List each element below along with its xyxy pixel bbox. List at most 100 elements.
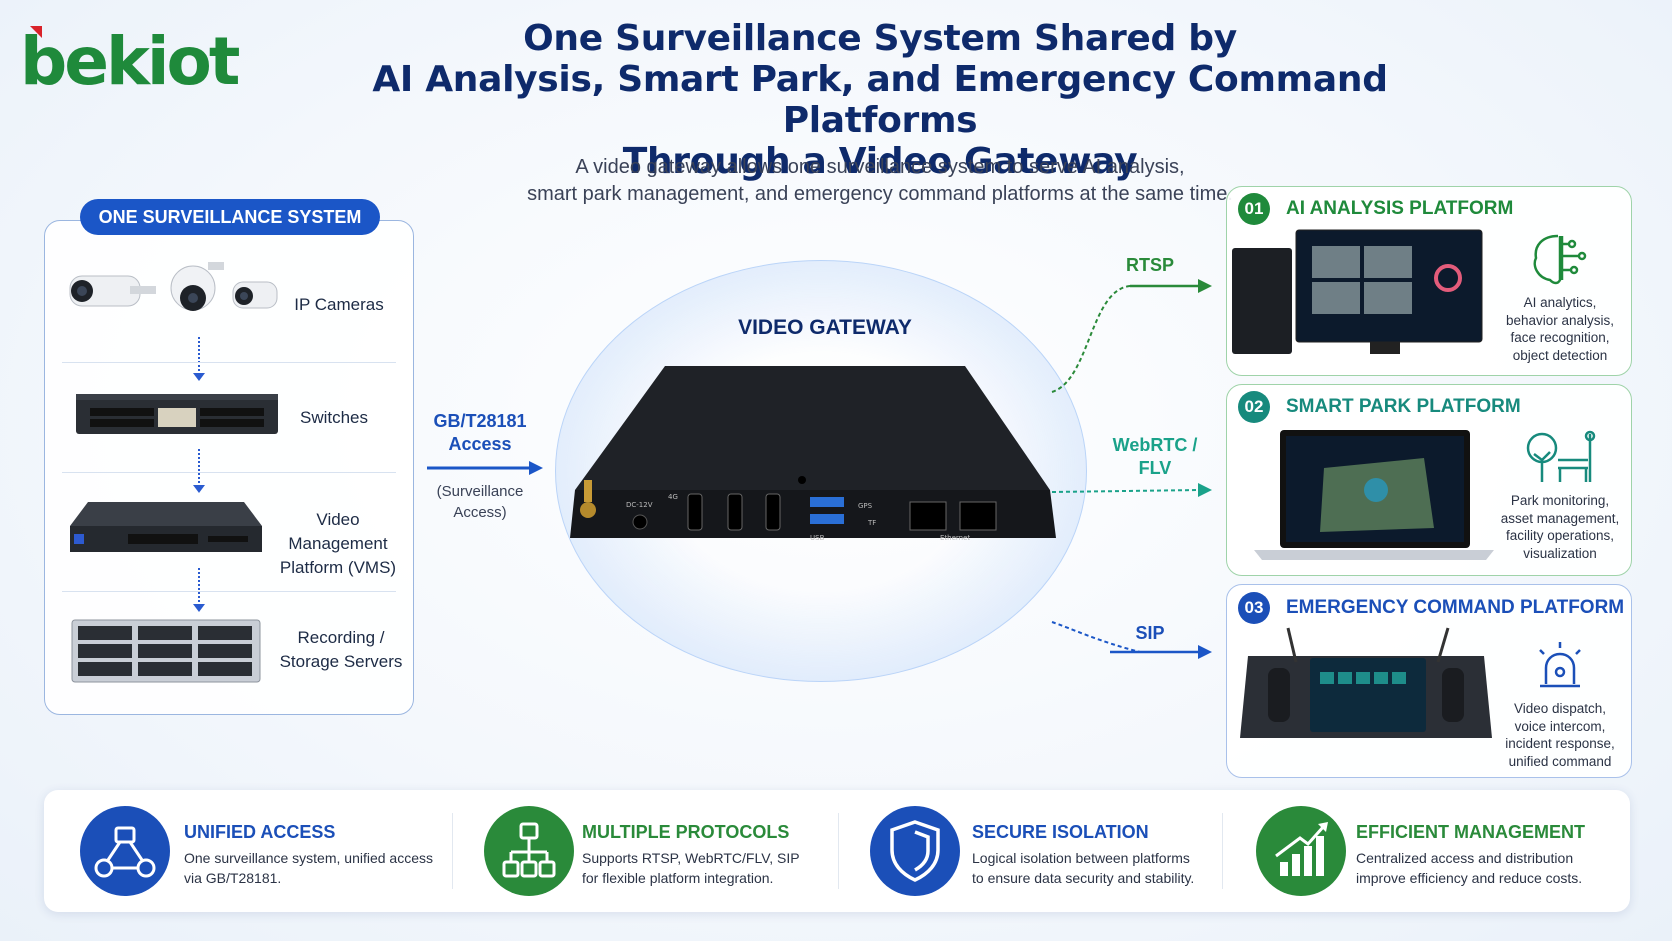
surveillance-system-pill: ONE SURVEILLANCE SYSTEM	[80, 199, 380, 235]
feature-desc-line: Centralized access and distribution	[1356, 850, 1574, 866]
feature-desc-line: via GB/T28181.	[184, 870, 282, 886]
divider	[1222, 813, 1223, 889]
feature-desc-line: Supports RTSP, WebRTC/FLV, SIP	[582, 850, 800, 866]
bekiot-logo: bekiot	[20, 22, 260, 100]
desc-line: visualization	[1523, 545, 1597, 561]
port-dc: DC-12V	[626, 501, 653, 509]
output-arrows	[1051, 279, 1212, 659]
down-arrow	[193, 568, 205, 612]
storage-label-line-2: Storage Servers	[279, 652, 403, 671]
unified-access-desc: One surveillance system, unified access …	[184, 848, 433, 888]
vms-label: Video Management Platform (VMS)	[268, 508, 408, 580]
desc-line: asset management,	[1500, 510, 1620, 526]
page-title: One Surveillance System Shared by AI Ana…	[300, 18, 1460, 182]
access-line-1: GB/T28181	[433, 411, 527, 431]
ai-brain-icon	[1528, 232, 1594, 288]
desc-line: unified command	[1508, 753, 1612, 769]
multiple-protocols-desc: Supports RTSP, WebRTC/FLV, SIP for flexi…	[582, 848, 800, 888]
title-line-3: Through a Video Gateway	[622, 141, 1138, 182]
feature-desc-line: for flexible platform integration.	[582, 870, 774, 886]
rtsp-arrow	[1051, 285, 1162, 393]
vms-server-icon	[68, 498, 264, 558]
hierarchy-icon	[484, 806, 574, 896]
subtitle: A video gateway allows one surveillance …	[420, 154, 1340, 208]
feature-desc-line: One surveillance system, unified access	[184, 850, 433, 866]
port-tf: TF	[867, 519, 876, 527]
divider	[62, 362, 396, 363]
webrtc-arrow	[1051, 489, 1201, 493]
smart-park-title: SMART PARK PLATFORM	[1286, 396, 1521, 417]
efficient-management-desc: Centralized access and distribution impr…	[1356, 848, 1582, 888]
divider	[452, 813, 453, 889]
growth-chart-icon	[1256, 806, 1346, 896]
feature-desc-line: improve efficiency and reduce costs.	[1356, 870, 1583, 886]
desc-line: Park monitoring,	[1510, 493, 1610, 508]
divider	[62, 472, 396, 473]
unified-access-title: UNIFIED ACCESS	[184, 822, 336, 842]
card-number: 02	[1238, 391, 1270, 423]
port-ethernet: Ethernet	[940, 534, 970, 542]
access-line-2: Access	[448, 434, 512, 454]
desc-line: behavior analysis,	[1505, 312, 1615, 328]
multiple-protocols-title: MULTIPLE PROTOCOLS	[582, 822, 790, 842]
video-gateway-device: DC-12V 4G GPS TF USB Ethernet	[570, 362, 1060, 552]
subtitle-line-2: smart park management, and emergency com…	[527, 183, 1233, 205]
secure-isolation-desc: Logical isolation between platforms to e…	[972, 848, 1194, 888]
divider	[62, 591, 396, 592]
desc-line: Video dispatch,	[1513, 701, 1607, 716]
down-arrow	[193, 337, 205, 381]
down-arrow	[193, 449, 205, 493]
surveillance-access-note: (Surveillance Access)	[420, 481, 540, 523]
port-4g: 4G	[668, 493, 678, 501]
vms-label-line-2: Platform (VMS)	[279, 558, 397, 577]
emergency-command-desc: Video dispatch, voice intercom, incident…	[1490, 700, 1630, 770]
logo-text: bekiot	[20, 23, 240, 97]
access-note-line-2: Access)	[453, 504, 507, 521]
video-gateway-title: VIDEO GATEWAY	[738, 316, 912, 339]
ip-camera-icon	[68, 256, 283, 328]
webrtc-flv-label: WebRTC / FLV	[1100, 434, 1210, 480]
gbt28181-access-label: GB/T28181 Access	[420, 410, 540, 456]
sip-label: SIP	[1135, 623, 1165, 643]
switches-label: Switches	[299, 408, 369, 427]
desc-line: object detection	[1512, 347, 1608, 363]
desc-line: AI analytics,	[1523, 295, 1597, 310]
webrtc-line-2: FLV	[1138, 458, 1172, 478]
feature-desc-line: Logical isolation between platforms	[972, 850, 1190, 866]
smart-park-desc: Park monitoring, asset management, facil…	[1490, 492, 1630, 562]
park-tree-bench-icon	[1522, 428, 1598, 486]
title-line-2: AI Analysis, Smart Park, and Emergency C…	[372, 59, 1388, 141]
vms-label-line-1: Video Management	[288, 510, 388, 553]
divider	[838, 813, 839, 889]
rtsp-label: RTSP	[1125, 255, 1174, 275]
shield-icon	[870, 806, 960, 896]
efficient-management-title: EFFICIENT MANAGEMENT	[1356, 822, 1585, 842]
access-arrow	[427, 461, 543, 475]
network-switch-icon	[76, 388, 278, 440]
ai-analysis-title: AI ANALYSIS PLATFORM	[1286, 198, 1514, 219]
features-bar	[44, 790, 1630, 912]
card-number: 01	[1238, 193, 1270, 225]
ip-cameras-label: IP Cameras	[294, 295, 384, 314]
network-nodes-icon	[80, 806, 170, 896]
title-line-1: One Surveillance System Shared by	[523, 18, 1237, 59]
siren-icon	[1532, 640, 1588, 692]
sip-arrow	[1051, 621, 1141, 653]
port-usb: USB	[810, 534, 825, 542]
access-note-line-1: (Surveillance	[436, 483, 524, 500]
storage-label: Recording / Storage Servers	[276, 626, 406, 674]
emergency-command-title: EMERGENCY COMMAND PLATFORM	[1286, 597, 1625, 618]
feature-desc-line: to ensure data security and stability.	[972, 870, 1195, 886]
desc-line: face recognition,	[1510, 330, 1610, 345]
ai-analysis-desc: AI analytics, behavior analysis, face re…	[1490, 294, 1630, 364]
storage-server-icon	[68, 616, 264, 684]
card-number: 03	[1238, 592, 1270, 624]
desc-line: incident response,	[1505, 736, 1615, 751]
storage-label-line-1: Recording /	[297, 628, 385, 647]
desc-line: facility operations,	[1505, 528, 1615, 543]
ai-monitor-image	[1230, 228, 1486, 360]
subtitle-line-1: A video gateway allows one surveillance …	[575, 156, 1185, 178]
port-gps: GPS	[858, 502, 873, 510]
secure-isolation-title: SECURE ISOLATION	[972, 822, 1149, 842]
command-console-image	[1238, 626, 1494, 750]
